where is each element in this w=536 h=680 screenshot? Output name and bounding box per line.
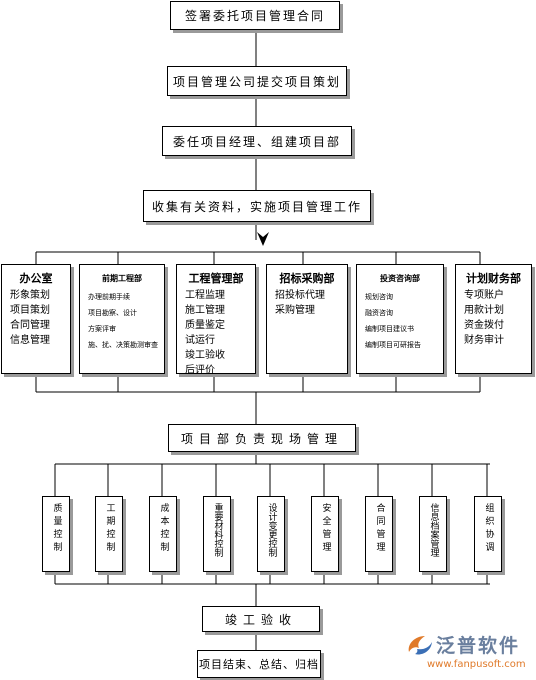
task-label: 安全管理 (320, 503, 331, 555)
dept-item: 施、扰、决策勘测审查 (88, 341, 158, 349)
dept-item: 编制项目可研报告 (365, 341, 421, 349)
arrow-down-icon (257, 232, 269, 246)
dept-item: 资金拨付 (464, 320, 504, 331)
dept-item: 用款计划 (464, 305, 504, 316)
step-submit-plan: 项目管理公司提交项目策划 (167, 66, 347, 96)
task-design-change-control: 设计变更控制 (257, 496, 285, 572)
dept-item: 专项账户 (464, 290, 504, 301)
task-quality-control: 质量控制 (42, 496, 70, 572)
task-safety-management: 安全管理 (311, 496, 339, 572)
dept-engineering: 工程管理部 工程监理 施工管理 质量鉴定 试运行 竣工验收 后评价 (176, 264, 256, 376)
dept-title: 计划财务部 (466, 272, 521, 285)
dept-item: 财务审计 (464, 335, 504, 346)
task-contract-management: 合同管理 (365, 496, 393, 572)
dept-item: 项目勘察、设计 (88, 309, 137, 317)
dept-item: 试运行 (185, 335, 215, 346)
dept-title: 前期工程部 (102, 274, 142, 283)
step-label: 收集有关资料，实施项目管理工作 (151, 199, 362, 214)
dept-item: 办理前期手续 (88, 293, 130, 301)
task-coordination: 组织协调 (474, 496, 502, 572)
dept-finance: 计划财务部 专项账户 用款计划 资金拨付 财务审计 (455, 264, 532, 374)
step-completion-acceptance: 竣工验收 (202, 606, 320, 632)
dept-title: 办公室 (19, 272, 53, 285)
step-label: 签署委托项目管理合同 (184, 9, 325, 23)
fanpu-logo-icon (408, 636, 432, 655)
logo-url: www.fanpusoft.com (427, 659, 526, 670)
step-sign-contract: 签署委托项目管理合同 (170, 1, 340, 30)
step-appoint-manager: 委任项目经理、组建项目部 (162, 126, 352, 156)
dept-item: 竣工验收 (185, 350, 225, 361)
task-label: 成本控制 (158, 503, 169, 555)
dept-title: 招标采购部 (279, 272, 335, 285)
step-collect-info: 收集有关资料，实施项目管理工作 (143, 190, 371, 222)
dept-bidding: 招标采购部 招投标代理 采购管理 (266, 264, 348, 374)
task-label: 信息档案管理 (428, 503, 439, 557)
dept-item: 规划咨询 (365, 293, 393, 301)
task-label: 合同管理 (374, 503, 385, 555)
step-label: 委任项目经理、组建项目部 (172, 134, 341, 149)
dept-item: 融资咨询 (365, 309, 393, 317)
task-label: 质量控制 (51, 503, 62, 555)
step-label: 项目结束、总结、归档 (199, 658, 319, 671)
dept-item: 施工管理 (185, 305, 225, 316)
dept-early-engineering: 前期工程部 办理前期手续 项目勘察、设计 方案评审 施、扰、决策勘测审查 (79, 264, 165, 374)
dept-item: 项目策划 (10, 305, 50, 316)
task-label: 工期控制 (104, 503, 115, 555)
task-label: 组织协调 (483, 503, 494, 555)
dept-item: 合同管理 (10, 320, 50, 331)
fanpu-logo: 泛普软件 www.fanpusoft.com (405, 630, 530, 676)
dept-item: 招投标代理 (275, 290, 325, 301)
dept-item: 工程监理 (185, 290, 225, 301)
logo-name: 泛普软件 (436, 635, 521, 657)
dept-item: 形象策划 (10, 290, 50, 301)
task-material-control: 重要材料控制 (203, 496, 231, 572)
task-archive-management: 信息档案管理 (419, 496, 447, 572)
step-site-management: 项目部负责现场管理 (168, 424, 356, 452)
dept-item: 质量鉴定 (185, 320, 225, 331)
task-schedule-control: 工期控制 (95, 496, 123, 572)
task-cost-control: 成本控制 (149, 496, 177, 572)
dept-title: 投资咨询部 (380, 274, 420, 283)
dept-title: 工程管理部 (188, 272, 244, 285)
dept-item: 后评价 (185, 365, 215, 376)
dept-investment: 投资咨询部 规划咨询 融资咨询 编制项目建议书 编制项目可研报告 (356, 264, 444, 374)
step-project-closure: 项目结束、总结、归档 (197, 650, 321, 678)
dept-office: 办公室 形象策划 项目策划 合同管理 信息管理 (1, 264, 71, 374)
dept-item: 编制项目建议书 (365, 325, 414, 333)
dept-item: 采购管理 (275, 305, 315, 316)
dept-item: 方案评审 (88, 325, 116, 333)
dept-item: 信息管理 (10, 335, 50, 346)
step-label: 竣工验收 (224, 612, 297, 627)
task-label: 重要材料控制 (212, 503, 223, 557)
step-label: 项目部负责现场管理 (180, 431, 343, 446)
step-label: 项目管理公司提交项目策划 (172, 74, 341, 89)
task-label: 设计变更控制 (266, 503, 277, 557)
